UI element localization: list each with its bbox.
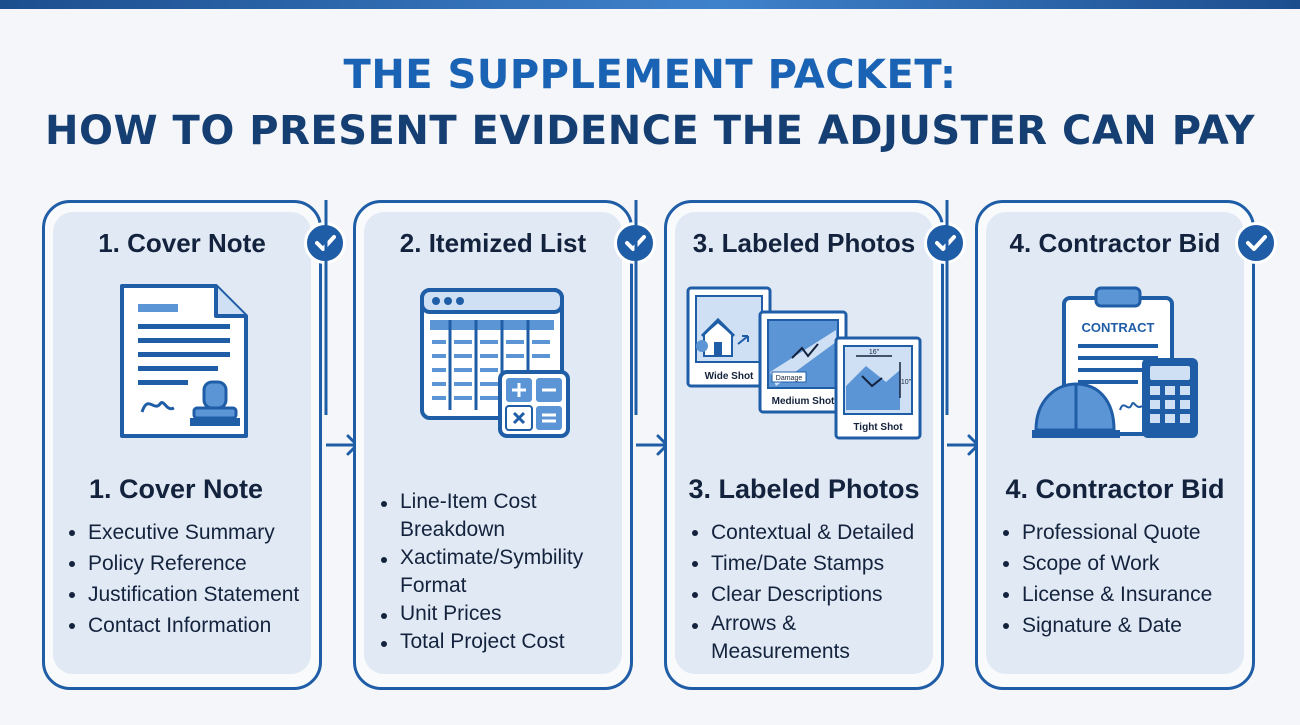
svg-text:Tight Shot: Tight Shot bbox=[853, 422, 903, 433]
check-icon bbox=[924, 222, 966, 264]
photo-stack-icon: Wide Shot Damage Medium Shot 16" 10" Tig… bbox=[686, 286, 922, 440]
svg-text:16": 16" bbox=[869, 349, 880, 356]
list-item: Policy Reference bbox=[66, 548, 299, 579]
list-item: Arrows & Measurements bbox=[689, 610, 871, 666]
card-1-subheading: 1. Cover Note bbox=[88, 474, 264, 504]
title-line-2: HOW TO PRESENT EVIDENCE THE ADJUSTER CAN… bbox=[45, 108, 1255, 154]
card-2-heading: 2. Itemized List bbox=[399, 228, 587, 258]
list-item: Signature & Date bbox=[1000, 610, 1212, 641]
list-item: Clear Descriptions bbox=[689, 579, 919, 610]
svg-text:Medium Shot: Medium Shot bbox=[772, 396, 835, 407]
card-4-heading: 4. Contractor Bid bbox=[1009, 228, 1221, 258]
card-2-bullets: Line-Item Cost Breakdown Xactimate/Symbi… bbox=[378, 488, 618, 656]
list-item: Total Project Cost bbox=[378, 628, 618, 656]
card-4-subheading: 4. Contractor Bid bbox=[1005, 474, 1225, 504]
spreadsheet-calculator-icon bbox=[420, 288, 570, 438]
contract-hardhat-calculator-icon: CONTRACT bbox=[1032, 286, 1198, 438]
card-3-subheading: 3. Labeled Photos bbox=[688, 474, 920, 504]
wide-shot-photo: Wide Shot bbox=[686, 286, 772, 388]
list-item: Executive Summary bbox=[66, 517, 299, 548]
document-with-stamp-icon bbox=[120, 284, 248, 438]
svg-text:Wide Shot: Wide Shot bbox=[705, 371, 754, 382]
list-item: Scope of Work bbox=[1000, 548, 1212, 579]
list-item: Xactimate/Symbility Format bbox=[378, 544, 618, 600]
list-item: Contextual & Detailed bbox=[689, 517, 919, 548]
list-item: Justification Statement bbox=[66, 579, 299, 610]
list-item: Line-Item Cost Breakdown bbox=[378, 488, 618, 544]
svg-text:10": 10" bbox=[901, 379, 912, 386]
svg-text:Damage: Damage bbox=[776, 375, 803, 382]
check-icon bbox=[1235, 222, 1277, 264]
title-line-1: THE SUPPLEMENT PACKET: bbox=[343, 52, 957, 98]
tight-shot-photo: 16" 10" Tight Shot bbox=[834, 336, 922, 440]
svg-text:CONTRACT: CONTRACT bbox=[1082, 320, 1155, 335]
list-item: License & Insurance bbox=[1000, 579, 1212, 610]
card-1-heading: 1. Cover Note bbox=[98, 228, 266, 258]
list-item: Time/Date Stamps bbox=[689, 548, 919, 579]
list-item: Unit Prices bbox=[378, 600, 618, 628]
medium-shot-photo: Damage Medium Shot bbox=[758, 310, 848, 414]
top-accent-bar bbox=[0, 0, 1300, 9]
list-item: Contact Information bbox=[66, 610, 299, 641]
card-3-heading: 3. Labeled Photos bbox=[692, 228, 916, 258]
card-3-bullets: Contextual & Detailed Time/Date Stamps C… bbox=[689, 517, 919, 666]
card-1-bullets: Executive Summary Policy Reference Justi… bbox=[66, 517, 299, 641]
list-item: Professional Quote bbox=[1000, 517, 1212, 548]
card-4-bullets: Professional Quote Scope of Work License… bbox=[1000, 517, 1212, 641]
